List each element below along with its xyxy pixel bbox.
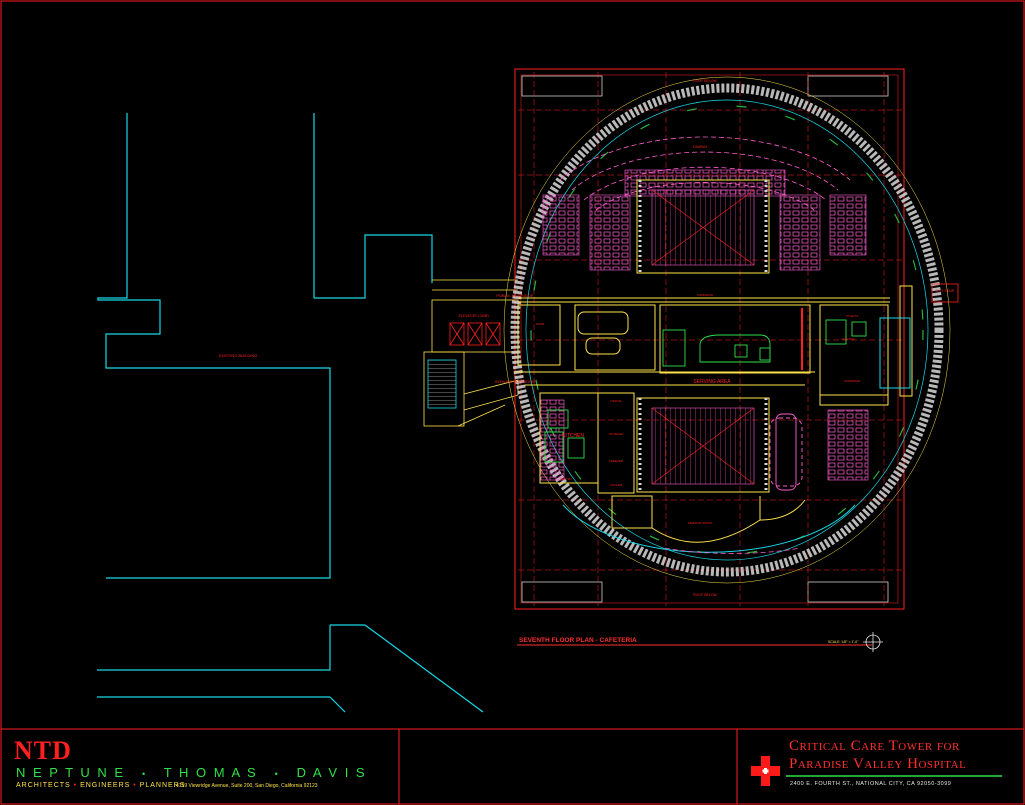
project-title-line2: Paradise Valley Hospital: [789, 756, 967, 772]
firm-name-part: T H O M A S: [163, 765, 258, 780]
existing-building-label: EXISTING BUILDING: [219, 353, 258, 358]
atrium-upper: [636, 179, 770, 274]
kitchen-label: KITCHEN: [562, 433, 584, 439]
drawing-title: SEVENTH FLOOR PLAN - CAFETERIA: [519, 637, 637, 644]
firm-logo: NTD: [14, 736, 72, 765]
corridor-right-label: CORRIDOR: [844, 379, 861, 383]
roof-below-bottom-label: ROOF BELOW: [693, 593, 717, 597]
firm-name-part: N E P T U N E: [16, 765, 126, 780]
vending-label: VENDING: [841, 337, 855, 341]
meeting-room-label: MEETING ROOM: [688, 521, 712, 525]
discipline: ARCHITECTS: [16, 782, 71, 789]
existing-building-outline: [97, 113, 484, 713]
exit-stair-box: [931, 283, 959, 303]
dining-label: DINING: [693, 144, 707, 149]
meeting-room-table: [769, 413, 803, 491]
serving-equipment: [544, 308, 867, 463]
hospital-cross-logo: [751, 756, 780, 786]
dining-tables: [539, 169, 869, 481]
roof-below-top-label: ROOF BELOW: [693, 79, 717, 83]
project-title-line1: Critical Care Tower for: [789, 738, 960, 754]
corridor-top-label: CORRIDOR: [697, 293, 714, 297]
cooler-label: COOLER: [610, 483, 624, 487]
structural-grid: [518, 72, 902, 606]
pantry-label: PANTRY: [560, 477, 572, 481]
core-walls: [515, 285, 913, 543]
public-corridor-label: PUBLIC CORRIDOR: [496, 293, 533, 298]
firm-name-part: D A V I S: [296, 765, 367, 780]
drawing-scale: SCALE: 1/8" = 1'-0": [828, 640, 859, 644]
firm-address: 4719 Viewridge Avenue, Suite 200, San Di…: [176, 783, 318, 789]
toilets-label: TOILETS: [846, 314, 858, 318]
office-label: OFFICE: [611, 399, 622, 403]
stair-label: STAIR: [536, 322, 545, 326]
storage-label: STORAGE: [609, 432, 624, 436]
drawing-title-block: SEVENTH FLOOR PLAN - CAFETERIA SCALE: 1/…: [517, 632, 883, 652]
service-corridor-label: SERVICE CORRIDOR: [495, 379, 535, 384]
serving-area-label: SERVING AREA: [693, 379, 731, 385]
landscape-ring: [503, 76, 951, 584]
atrium-planters: [638, 180, 768, 492]
building-frame: [514, 68, 905, 610]
freezer-label: FREEZER: [609, 459, 624, 463]
firm-disciplines: ARCHITECTS • ENGINEERS • PLANNERS: [16, 782, 186, 789]
atrium-lower: [636, 397, 770, 493]
firm-name: N E P T U N E • T H O M A S • D A V I S: [16, 765, 367, 780]
room-labels: PUBLIC CORRIDOR CORRIDOR SERVICE CORRIDO…: [495, 289, 955, 525]
connector-bridge: [423, 279, 519, 427]
exit-stair-label: EXIT STAIR: [936, 289, 955, 293]
elevator-lobby-label: ELEVATOR LOBBY: [459, 314, 490, 318]
project-address: 2400 E. FOURTH ST., NATIONAL CITY, CA 92…: [790, 781, 952, 787]
discipline: PLANNERS: [139, 782, 186, 789]
discipline: ENGINEERS: [80, 782, 131, 789]
